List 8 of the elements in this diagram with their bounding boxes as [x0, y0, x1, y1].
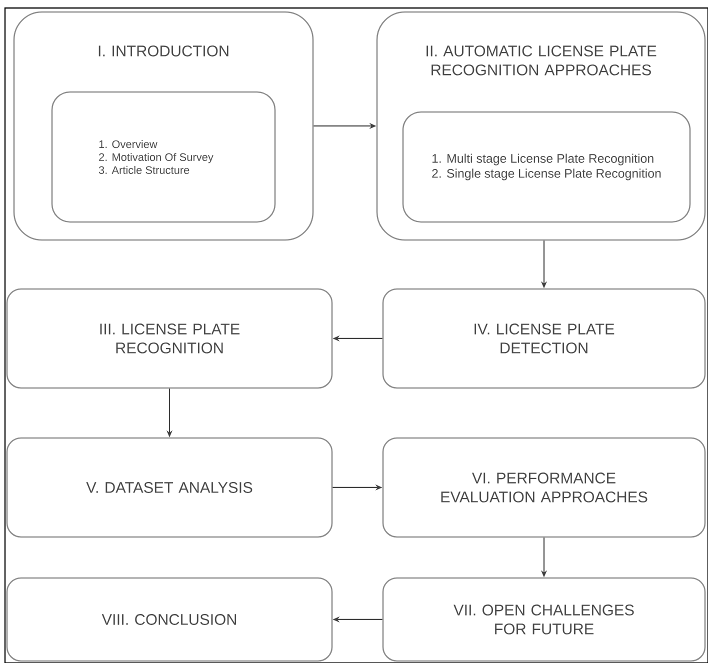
section-box: IV. LICENSE PLATE DETECTION — [382, 288, 706, 389]
section-box: VI. PERFORMANCE EVALUATION APPROACHES — [382, 437, 706, 538]
list-box: 1. Multi stage License Plate Recognition 2. Single stage License Plate Recognition — [402, 111, 691, 223]
section-box: VII. OPEN CHALLENGES FOR FUTURE — [382, 577, 706, 662]
section-box: VIII. CONCLUSION — [6, 577, 333, 662]
list-box: 1. Overview 2. Motivation Of Survey 3. Article Structure — [51, 91, 276, 223]
section-box: III. LICENSE PLATE RECOGNITION — [6, 288, 333, 389]
section-box: V. DATASET ANALYSIS — [6, 437, 333, 538]
